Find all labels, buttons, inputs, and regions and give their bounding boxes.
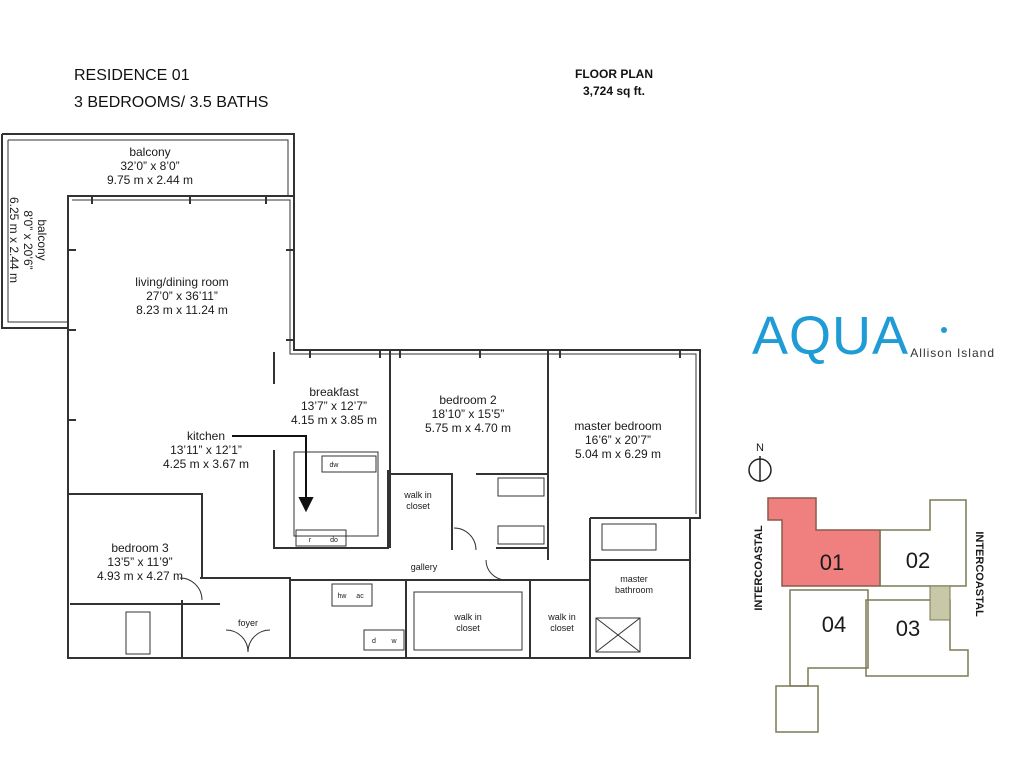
kitchen-dim-m: 4.25 m x 3.67 m: [163, 457, 249, 471]
gallery-walls: [200, 560, 591, 658]
logo-brand: AQUA: [752, 306, 909, 366]
bedroom3-dim-ft: 13’5” x 11’9”: [107, 555, 172, 569]
floor-area: 3,724 sq ft.: [582, 84, 646, 98]
master-name: master bedroom: [574, 419, 661, 433]
kitchen-counter: [293, 451, 379, 537]
bedroom3-door: [179, 577, 203, 601]
unit-04-label: 04: [822, 612, 846, 637]
bedroom2-dim-ft: 18’10” x 15’5”: [432, 407, 505, 421]
master-walls: [547, 474, 690, 561]
breakfast-name: breakfast: [309, 385, 359, 399]
hvac-box: [331, 583, 373, 607]
header-left: RESIDENCE 01 3 BEDROOMS/ 3.5 BATHS: [74, 62, 268, 116]
intercoastal-right: INTERCOASTAL: [973, 531, 985, 617]
unit-01-label: 01: [820, 550, 844, 575]
balcony-side-name: balcony: [35, 219, 49, 260]
floor-plan-label: FLOOR PLAN: [575, 67, 653, 81]
living-name: living/dining room: [135, 275, 228, 289]
bedroom3-dim-m: 4.93 m x 4.27 m: [97, 569, 183, 583]
elevator-core: [929, 585, 951, 621]
foyer-label: foyer: [238, 618, 258, 628]
dryer-label: d: [372, 638, 376, 645]
kitchen-name: kitchen: [187, 429, 225, 443]
master-bath-label-a: master: [620, 574, 648, 584]
bedroom3-name: bedroom 3: [111, 541, 169, 555]
closet2-label-a: walk in: [453, 612, 482, 622]
closet3-label-b: closet: [550, 623, 574, 633]
logo-subtitle: Allison Island: [910, 346, 995, 360]
bath3-tub: [125, 611, 151, 655]
bedroom2-name: bedroom 2: [439, 393, 497, 407]
balcony-top-inner: [8, 139, 289, 196]
stair-core: [775, 685, 819, 733]
window-marks: [68, 196, 681, 421]
bath2-fixtures: [497, 477, 545, 545]
water-heater-label: hw: [338, 593, 348, 600]
bedroom3-walls: [68, 493, 220, 658]
exterior-wall: [67, 195, 701, 659]
shower: [595, 617, 641, 653]
laundry-box: [363, 629, 405, 651]
living-dim-ft: 27’0” x 36’11”: [146, 289, 218, 303]
dishwasher-box: [321, 455, 377, 473]
north-label: N: [756, 442, 764, 454]
closet3-label-a: walk in: [547, 612, 576, 622]
kitchen-dim-ft: 13’11” x 12’1”: [170, 443, 242, 457]
intercoastal-left: INTERCOASTAL: [753, 525, 765, 611]
balcony-side-inner: [7, 140, 68, 323]
unit-02-outline: [879, 499, 967, 587]
dishwasher-label: dw: [330, 462, 340, 469]
bedroom2-walls: [389, 350, 549, 550]
washer-label: w: [390, 638, 397, 645]
balcony-top-outline: [2, 133, 295, 196]
oven-label: do: [330, 537, 338, 544]
gallery-label: gallery: [411, 562, 438, 572]
balcony-side-dim-ft: 8’0” x 20’6”: [21, 210, 35, 269]
bed-bath-config: 3 BEDROOMS/ 3.5 BATHS: [74, 94, 269, 111]
breakfast-dim-m: 4.15 m x 3.85 m: [291, 413, 377, 427]
ac-label: ac: [356, 593, 364, 600]
kitchen-walls: [273, 352, 389, 549]
living-dim-m: 8.23 m x 11.24 m: [136, 303, 228, 317]
balcony-side-dim-m: 6.25 m x 2.44 m: [7, 197, 21, 283]
master-dim-ft: 16’6” x 20’7”: [585, 433, 651, 447]
closet1-label-b: closet: [406, 501, 430, 511]
bedroom2-dim-m: 5.75 m x 4.70 m: [425, 421, 511, 435]
aqua-logo: AQUA Allison Island: [752, 306, 995, 366]
residence-title: RESIDENCE 01: [74, 67, 190, 84]
closet2-label-b: closet: [456, 623, 480, 633]
closet2-inner: [413, 591, 523, 651]
closet1-label-a: walk in: [403, 490, 432, 500]
header-right: FLOOR PLAN 3,724 sq ft.: [560, 66, 668, 100]
master-bath-label-b: bathroom: [615, 585, 653, 595]
unit-02-label: 02: [906, 548, 930, 573]
bedroom2-door: [485, 559, 507, 581]
balcony-top-dim-m: 9.75 m x 2.44 m: [107, 173, 193, 187]
key-plan: N 01 02 03 04 INTERCOASTAL INTERCOASTAL: [748, 442, 985, 733]
range-box: [295, 529, 347, 547]
master-dim-m: 5.04 m x 6.29 m: [575, 447, 661, 461]
exterior-wall-inner: [72, 199, 697, 514]
unit-03-label: 03: [896, 616, 920, 641]
foyer-doors: [225, 629, 271, 653]
unit-04-outline: [789, 589, 869, 687]
balcony-top-dim-ft: 32’0” x 8’0”: [120, 159, 179, 173]
closet1-door: [453, 527, 477, 551]
kitchen-arrow-head: [298, 497, 314, 513]
master-tub: [601, 523, 657, 551]
logo-dot: [941, 327, 947, 333]
balcony-top-name: balcony: [129, 145, 170, 159]
breakfast-dim-ft: 13’7” x 12’7”: [301, 399, 367, 413]
balcony-side-outline: [1, 134, 68, 329]
fridge-label: r: [309, 537, 312, 544]
kitchen-arrow-line: [232, 435, 307, 500]
